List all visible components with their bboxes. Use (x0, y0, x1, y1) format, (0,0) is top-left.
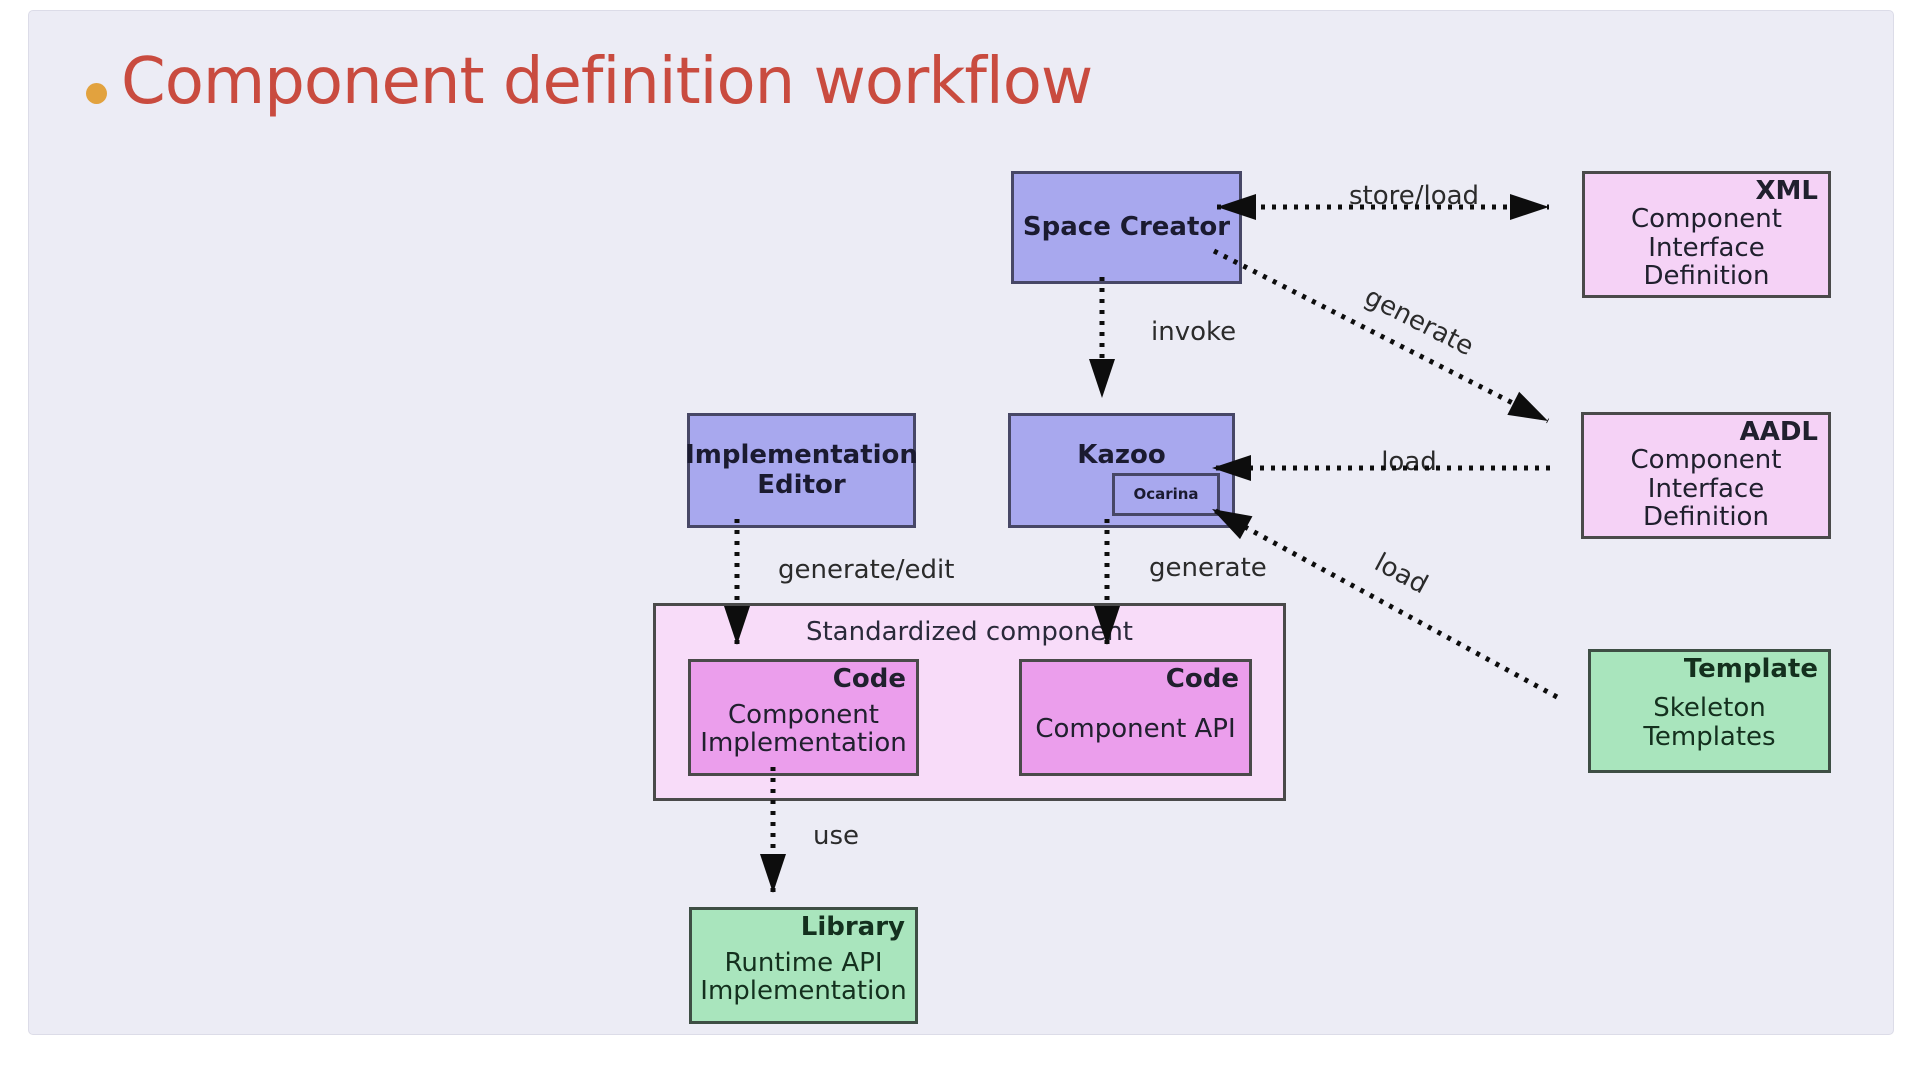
node-skeleton-templates-body: Skeleton Templates (1643, 693, 1776, 752)
node-xml-tag: XML (1755, 176, 1819, 206)
edge-label-load-aadl: load (1381, 447, 1437, 477)
node-implementation-editor-label: Implementation Editor (685, 440, 918, 500)
node-kazoo-label: Kazoo (1077, 439, 1166, 470)
edge-label-generate-aadl: generate (1359, 281, 1479, 363)
edge-label-generate-edit: generate/edit (778, 555, 955, 585)
node-component-api: Code Component API (1019, 659, 1252, 776)
container-standardized-component-label: Standardized component (805, 617, 1133, 647)
edge-label-generate-api: generate (1149, 553, 1267, 583)
edge-label-store-load: store/load (1348, 181, 1480, 211)
title-bullet-icon (86, 83, 107, 104)
page-title: Component definition workflow (121, 45, 1093, 119)
edge-label-load-templates: load (1369, 547, 1433, 601)
node-space-creator: Space Creator (1011, 171, 1242, 284)
node-runtime-api-tag: Library (800, 912, 905, 942)
node-skeleton-templates-tag: Template (1683, 654, 1818, 684)
edge-label-invoke: invoke (1151, 317, 1237, 347)
node-runtime-api-body: Runtime API Implementation (700, 947, 907, 1007)
node-xml-body: Component Interface Definition (1631, 204, 1782, 292)
node-ocarina-label: Ocarina (1133, 485, 1199, 504)
node-ocarina: Ocarina (1112, 473, 1220, 516)
node-component-implementation: Code Component Implementation (688, 659, 919, 776)
node-component-api-tag: Code (1165, 664, 1239, 694)
node-component-implementation-body: Component Implementation (700, 699, 907, 759)
container-standardized-component: Standardized component Code Component Im… (653, 603, 1286, 801)
node-xml-interface-definition: XML Component Interface Definition (1582, 171, 1831, 298)
node-component-implementation-tag: Code (832, 664, 906, 694)
node-space-creator-label: Space Creator (1022, 211, 1231, 242)
node-skeleton-templates: Template Skeleton Templates (1588, 649, 1831, 773)
slide-background: Component definition workflow Space Crea… (28, 10, 1894, 1035)
node-implementation-editor: Implementation Editor (685, 413, 918, 528)
node-aadl-body: Component Interface Definition (1630, 445, 1782, 533)
node-kazoo: Kazoo Ocarina (1008, 413, 1235, 528)
node-component-api-body: Component API (1035, 713, 1236, 744)
node-aadl-interface-definition: AADL Component Interface Definition (1581, 412, 1831, 539)
node-runtime-api-implementation: Library Runtime API Implementation (689, 907, 918, 1024)
node-aadl-tag: AADL (1739, 417, 1818, 447)
edge-label-use: use (813, 821, 860, 851)
